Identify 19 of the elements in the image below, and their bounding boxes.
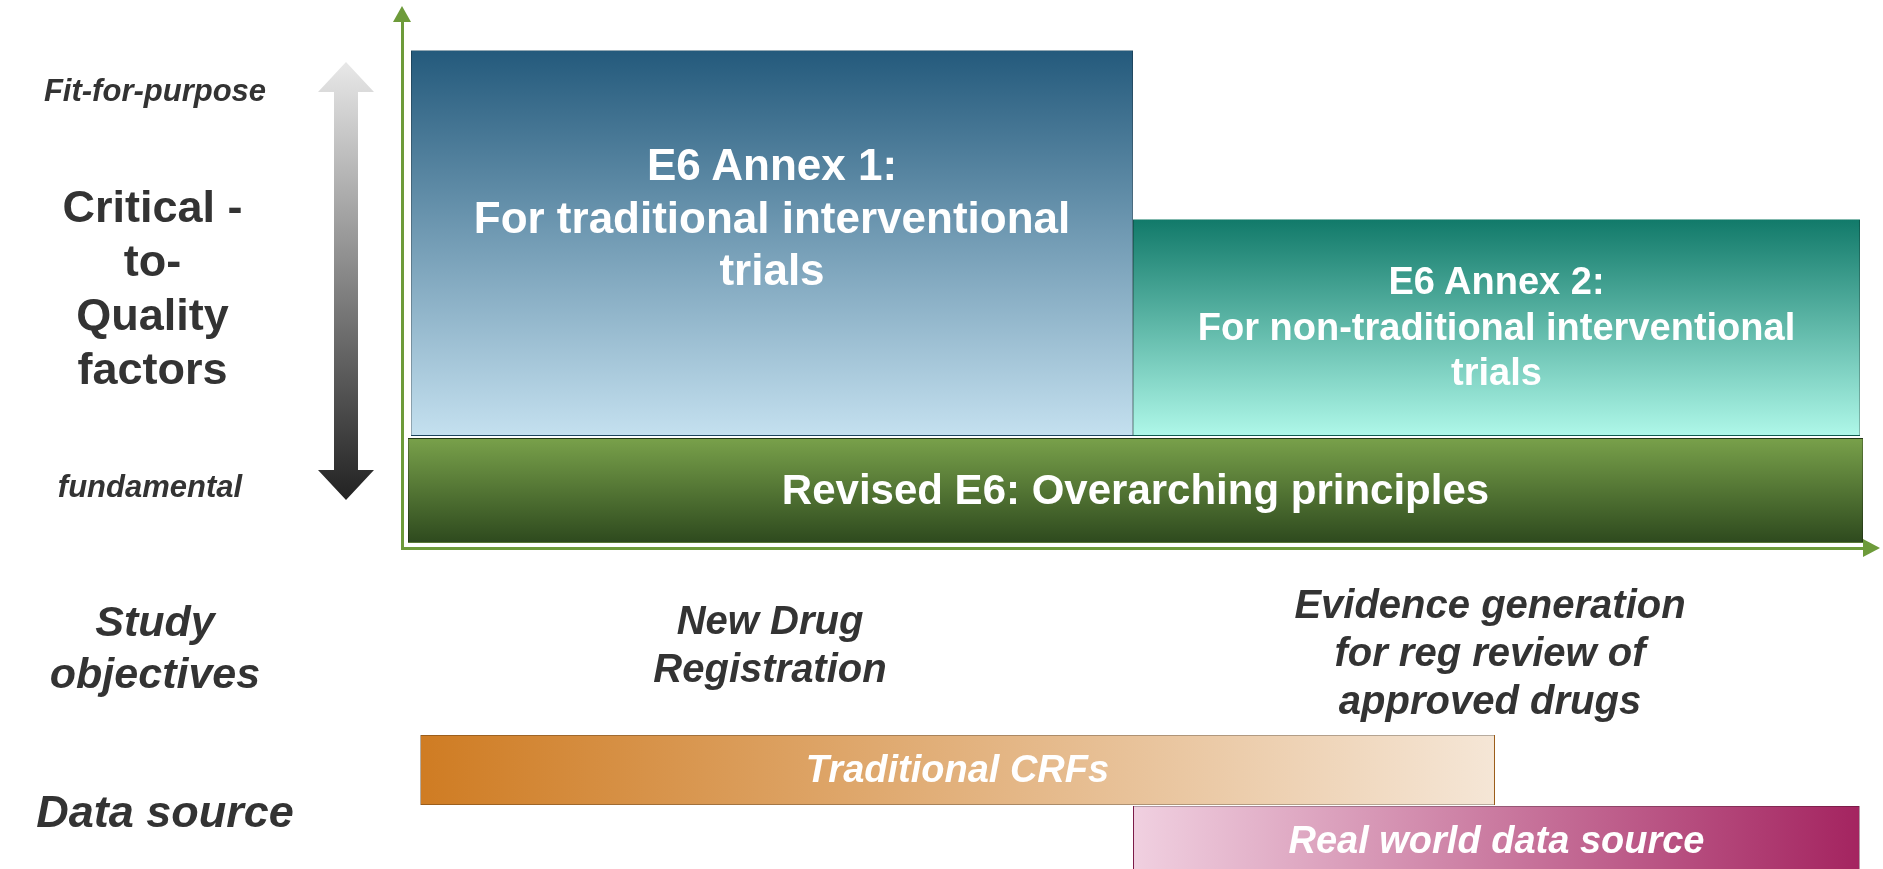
row-title: Data source xyxy=(35,785,295,839)
principles-bar xyxy=(408,438,1863,543)
box-heading: E6 Annex 2: xyxy=(1388,259,1605,305)
box-heading: E6 Annex 1: xyxy=(646,138,898,191)
data-source-bar xyxy=(1133,806,1860,869)
box-label: Real world data source xyxy=(1288,818,1705,864)
scale-top-label: Fit-for-purpose xyxy=(42,72,268,110)
objective-label: Evidence generation for reg review of approved drugs xyxy=(1293,581,1687,724)
box-text: For non-traditional interventional trials xyxy=(1196,304,1797,396)
box-label: Revised E6: Overarching principles xyxy=(781,465,1490,516)
axis-title: Critical -to- Quality factors xyxy=(61,180,244,396)
data-source-bar xyxy=(420,735,1495,805)
box-text: For traditional interventional trials xyxy=(472,191,1072,297)
objective-label: New Drug Registration xyxy=(652,597,888,692)
annex-box xyxy=(1133,219,1860,436)
scale-bottom-label: fundamental xyxy=(56,468,244,506)
annex-box xyxy=(411,50,1133,436)
box-label: Traditional CRFs xyxy=(805,747,1110,793)
row-title: Study objectives xyxy=(48,596,262,699)
